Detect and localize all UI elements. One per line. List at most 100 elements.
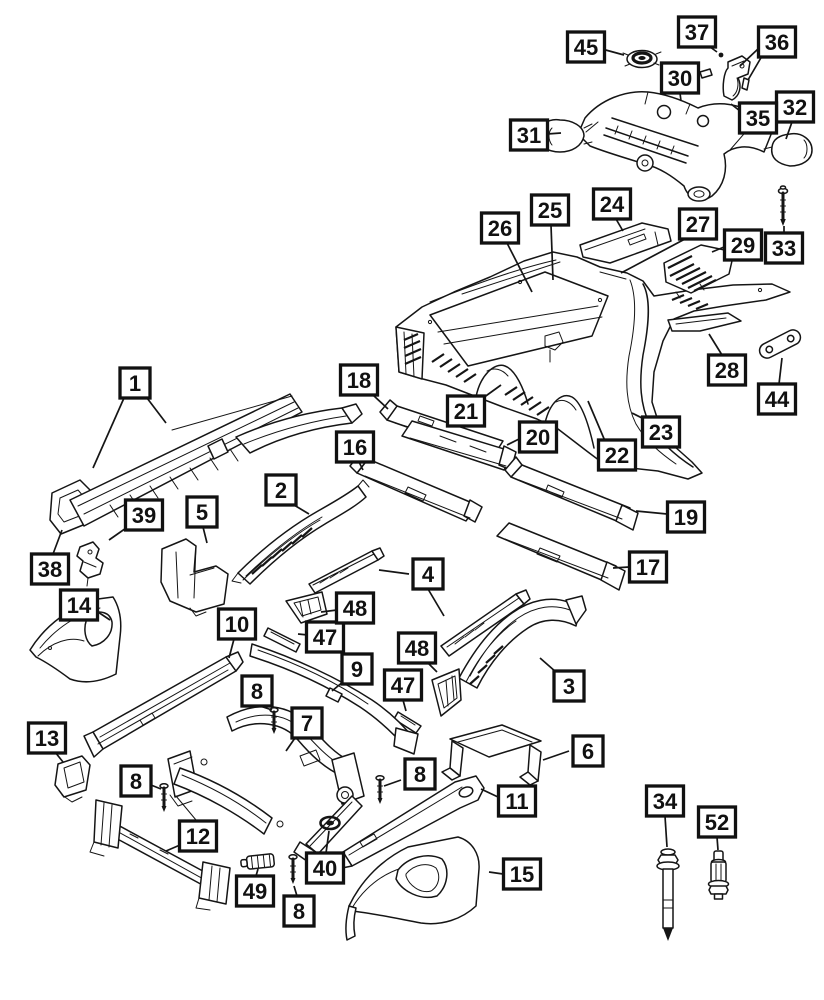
callout-47-46[interactable]: 47: [382, 668, 424, 712]
callout-45[interactable]: 45: [565, 30, 625, 64]
callout-7[interactable]: 7: [285, 706, 324, 752]
callout-11[interactable]: 11: [480, 784, 538, 818]
callout-box[interactable]: [508, 118, 550, 152]
callout-box[interactable]: [382, 668, 424, 702]
callout-28[interactable]: 28: [706, 333, 748, 387]
callout-box[interactable]: [290, 706, 324, 740]
callout-16[interactable]: 16: [334, 430, 376, 471]
callout-box[interactable]: [240, 674, 274, 708]
callout-30[interactable]: 30: [659, 61, 701, 102]
callout-box[interactable]: [340, 652, 374, 686]
callout-box[interactable]: [26, 721, 68, 755]
callout-box[interactable]: [411, 557, 445, 591]
callout-box[interactable]: [185, 495, 219, 529]
callout-9[interactable]: 9: [331, 652, 374, 692]
callout-25[interactable]: 25: [529, 193, 571, 281]
callout-20[interactable]: 20: [506, 420, 559, 454]
callout-39[interactable]: 39: [108, 498, 165, 541]
callout-box[interactable]: [123, 498, 165, 532]
callout-1[interactable]: 1: [92, 366, 167, 469]
callout-box[interactable]: [479, 211, 521, 245]
callout-12[interactable]: 12: [165, 819, 219, 853]
callout-4[interactable]: 4: [378, 557, 445, 617]
callout-box[interactable]: [552, 669, 586, 703]
callout-box[interactable]: [756, 25, 798, 59]
callout-box[interactable]: [118, 366, 152, 400]
callout-box[interactable]: [119, 764, 153, 798]
callout-box[interactable]: [445, 394, 487, 428]
callout-box[interactable]: [529, 193, 571, 227]
callout-36[interactable]: 36: [739, 25, 798, 81]
callout-48-48[interactable]: 48: [396, 631, 438, 673]
callout-2[interactable]: 2: [264, 473, 310, 515]
callout-26[interactable]: 26: [479, 211, 533, 293]
callout-box[interactable]: [334, 591, 376, 625]
callout-box[interactable]: [737, 101, 779, 135]
callout-17[interactable]: 17: [612, 550, 669, 584]
callout-35[interactable]: 35: [730, 101, 779, 135]
callout-18[interactable]: 18: [338, 363, 389, 410]
callout-31[interactable]: 31: [508, 118, 562, 152]
callout-box[interactable]: [304, 851, 346, 885]
callout-box[interactable]: [565, 30, 607, 64]
callout-32[interactable]: 32: [774, 90, 816, 140]
callout-27[interactable]: 27: [620, 207, 719, 274]
callout-box[interactable]: [756, 382, 798, 416]
callout-21[interactable]: 21: [445, 384, 502, 428]
callout-box[interactable]: [29, 552, 71, 586]
callout-box[interactable]: [596, 438, 638, 472]
callout-box[interactable]: [706, 353, 748, 387]
callout-box[interactable]: [774, 90, 816, 124]
callout-box[interactable]: [659, 61, 701, 95]
callout-19[interactable]: 19: [635, 500, 707, 534]
callout-15[interactable]: 15: [488, 857, 543, 891]
callout-box[interactable]: [677, 207, 719, 241]
callout-14[interactable]: 14: [58, 588, 111, 622]
callout-box[interactable]: [722, 228, 764, 262]
callout-box[interactable]: [644, 784, 686, 818]
callout-box[interactable]: [627, 550, 669, 584]
callout-box[interactable]: [334, 430, 376, 464]
callout-8-10[interactable]: 8: [282, 885, 316, 928]
callout-38[interactable]: 38: [29, 529, 71, 586]
callout-13[interactable]: 13: [26, 721, 68, 763]
callout-box[interactable]: [665, 500, 707, 534]
callout-10[interactable]: 10: [216, 607, 258, 659]
callout-34[interactable]: 34: [644, 784, 686, 848]
callout-box[interactable]: [403, 757, 437, 791]
callout-52[interactable]: 52: [696, 805, 738, 851]
callout-box[interactable]: [216, 607, 258, 641]
callout-8-7[interactable]: 8: [240, 674, 274, 711]
callout-box[interactable]: [696, 805, 738, 839]
callout-box[interactable]: [177, 819, 219, 853]
callout-22[interactable]: 22: [587, 400, 638, 472]
callout-3[interactable]: 3: [539, 657, 586, 703]
callout-24[interactable]: 24: [591, 187, 633, 232]
callout-40[interactable]: 40: [304, 830, 346, 885]
callout-8-9[interactable]: 8: [383, 757, 437, 791]
callout-6[interactable]: 6: [542, 734, 605, 768]
callout-box[interactable]: [496, 784, 538, 818]
callout-33[interactable]: 33: [763, 226, 805, 265]
callout-5[interactable]: 5: [185, 495, 219, 544]
callout-box[interactable]: [763, 231, 805, 265]
callout-box[interactable]: [282, 894, 316, 928]
callout-29[interactable]: 29: [711, 228, 764, 262]
callout-box[interactable]: [396, 631, 438, 665]
callout-37[interactable]: 37: [676, 15, 718, 53]
callout-44[interactable]: 44: [756, 357, 798, 416]
callout-box[interactable]: [640, 415, 682, 449]
callout-23[interactable]: 23: [631, 412, 682, 449]
callout-box[interactable]: [501, 857, 543, 891]
callout-box[interactable]: [517, 420, 559, 454]
callout-box[interactable]: [571, 734, 605, 768]
callout-box[interactable]: [234, 874, 276, 908]
callout-8-8[interactable]: 8: [119, 764, 162, 798]
callout-box[interactable]: [591, 187, 633, 221]
callout-48-47[interactable]: 48: [320, 591, 376, 625]
callout-47-45[interactable]: 47: [297, 620, 346, 654]
callout-box[interactable]: [264, 473, 298, 507]
callout-box[interactable]: [338, 363, 380, 397]
callout-49[interactable]: 49: [234, 868, 276, 908]
callout-box[interactable]: [676, 15, 718, 49]
